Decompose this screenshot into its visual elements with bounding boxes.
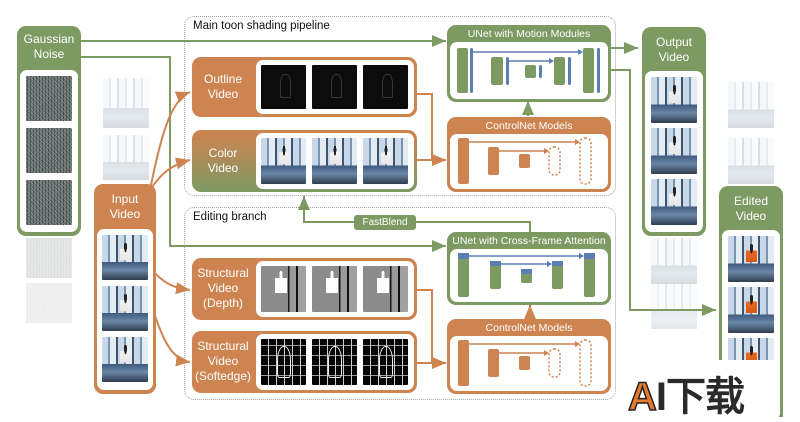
outline-video-label-line1: Outline (203, 72, 243, 86)
output-frame (651, 77, 697, 123)
input-video-label-line1: Input (111, 192, 139, 206)
watermark-a: A (627, 374, 657, 420)
watermark-box (618, 360, 778, 417)
watermark-logo: AI下载 (627, 364, 745, 422)
color-video-label-line2: Video (207, 161, 239, 175)
outline-to-controlnet-arrow (416, 93, 446, 166)
input-frame (102, 235, 148, 280)
input-video-block: Input Video (94, 184, 156, 394)
unet-motion-diagram (457, 48, 600, 93)
main-pipeline-title: Main toon shading pipeline (193, 20, 330, 32)
input-to-depth-arrow (149, 267, 191, 295)
unet-cross-title: UNet with Cross-Frame Attention (452, 235, 606, 247)
edited-frame (728, 236, 774, 282)
structural-depth-label-line1: Structural (197, 266, 249, 280)
softedge-frame (261, 339, 306, 385)
gaussian-noise-block: Gaussian Noise (17, 26, 81, 236)
input-frame (102, 286, 148, 331)
faded-output-frame (651, 238, 697, 284)
unet-motion-block: UNet with Motion Modules (447, 25, 611, 102)
outline-frame (261, 65, 306, 109)
color-video-block: Color Video (192, 130, 417, 192)
depth-frame (312, 266, 357, 312)
fastblend-label: FastBlend (362, 217, 408, 228)
structural-softedge-block: Structural Video (Softedge) (192, 331, 417, 393)
color-frame (261, 138, 306, 184)
structural-softedge-label-line3: (Softedge) (194, 369, 252, 383)
controlnet-main-diagram (458, 137, 592, 185)
main-pipeline-section (184, 16, 616, 196)
faded-input-frame (103, 135, 149, 180)
watermark-text: I下载 (655, 375, 745, 419)
controlnet-edit-diagram (458, 339, 592, 387)
noise-frame (26, 180, 72, 225)
softedge-frame (363, 339, 408, 385)
structural-depth-label-line2: Video (207, 281, 239, 295)
edited-video-label-line1: Edited (733, 194, 769, 208)
faded-noise-frame (26, 238, 72, 278)
editing-branch-title: Editing branch (193, 211, 267, 223)
gaussian-noise-label-line1: Gaussian (23, 32, 75, 46)
outline-frame (363, 65, 408, 109)
input-frame (102, 337, 148, 382)
gaussian-noise-label-line2: Noise (33, 47, 65, 61)
fastblend-block: FastBlend (354, 215, 416, 230)
structural-depth-label-line3: (Depth) (202, 296, 243, 310)
unet-cross-diagram (458, 253, 595, 297)
unet-motion-title: UNet with Motion Modules (467, 28, 591, 40)
edited-frame (728, 287, 774, 333)
faded-edited-frame (728, 82, 774, 128)
input-to-outline-arrow (149, 91, 191, 191)
controlnet-main-title: ControlNet Models (485, 120, 573, 132)
unet-cross-block: UNet with Cross-Frame Attention (447, 232, 611, 305)
outline-video-block: Outline Video (192, 57, 417, 117)
depth-frame (261, 266, 306, 312)
noise-frame (26, 76, 72, 121)
noise-to-unet-cross-arrow (80, 56, 446, 252)
output-video-label-line2: Video (658, 50, 690, 64)
input-video-label-line2: Video (109, 207, 141, 221)
structural-softedge-label-line1: Structural (197, 339, 249, 353)
output-frame (651, 179, 697, 225)
depth-frame (363, 266, 408, 312)
softedge-frame (312, 339, 357, 385)
controlnet-main-block: ControlNet Models (447, 117, 611, 192)
outline-frame (312, 65, 357, 109)
output-video-block: Output Video (642, 27, 706, 236)
structural-softedge-label-line2: Video (207, 354, 239, 368)
faded-output-frame (651, 283, 697, 329)
fastblend-feedback-arrow (298, 196, 531, 232)
faded-edited-frame (728, 138, 774, 184)
output-frame (651, 128, 697, 174)
faded-noise-frame (26, 283, 72, 323)
color-frame (363, 138, 408, 184)
color-video-label-line1: Color (208, 146, 238, 160)
input-to-softedge-arrow (149, 299, 191, 367)
color-frame (312, 138, 357, 184)
editing-branch-section (184, 207, 616, 400)
faded-input-frame (103, 78, 149, 128)
outline-video-label-line2: Video (207, 87, 239, 101)
unet-motion-to-edited-arrow (610, 69, 716, 316)
edited-video-label-line2: Video (735, 209, 767, 223)
structural-depth-block: Structural Video (Depth) (192, 258, 417, 320)
controlnet-edit-title: ControlNet Models (485, 322, 573, 334)
depth-to-controlnet-arrow (416, 289, 446, 369)
output-video-label-line1: Output (655, 35, 693, 49)
controlnet-edit-block: ControlNet Models (447, 319, 611, 394)
noise-frame (26, 128, 72, 173)
